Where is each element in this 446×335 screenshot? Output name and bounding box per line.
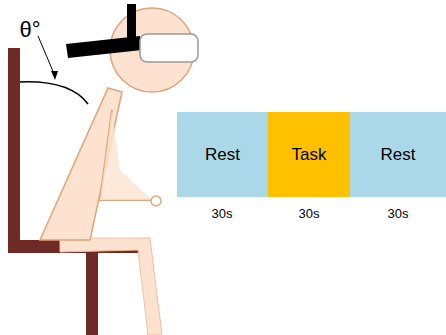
duration-label: 30s bbox=[299, 206, 320, 221]
phase-box: Task bbox=[268, 112, 350, 197]
leg bbox=[60, 238, 162, 335]
arm bbox=[100, 110, 152, 200]
headset bbox=[140, 34, 198, 62]
chair-leg bbox=[86, 253, 98, 335]
phase-box: Rest bbox=[177, 112, 268, 197]
headset-strap bbox=[66, 36, 142, 58]
duration-label: 30s bbox=[212, 206, 233, 221]
duration-label: 30s bbox=[388, 206, 409, 221]
angle-label: θ° bbox=[20, 17, 41, 43]
angle-arc bbox=[20, 82, 88, 104]
chair-back bbox=[8, 48, 20, 253]
leader-arrowhead bbox=[51, 71, 58, 80]
arm-fill bbox=[100, 110, 152, 200]
phase-label: Rest bbox=[381, 145, 416, 165]
phase-box: Rest bbox=[350, 112, 446, 197]
leader-line bbox=[38, 36, 55, 76]
hand bbox=[151, 196, 161, 206]
phase-label: Task bbox=[292, 145, 327, 165]
headset-top-strap bbox=[127, 4, 136, 38]
phase-label: Rest bbox=[205, 145, 240, 165]
